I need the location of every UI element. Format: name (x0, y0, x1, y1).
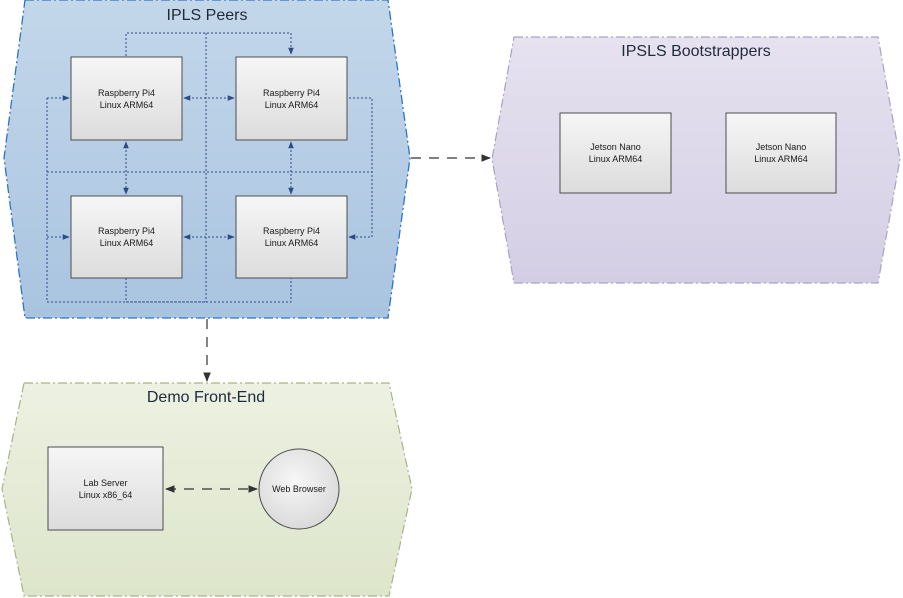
node-jetson-left[interactable]: Jetson Nano Linux ARM64 (559, 112, 672, 194)
node-pi-bottom-right[interactable]: Raspberry Pi4 Linux ARM64 (235, 195, 348, 279)
peers-container (3, 0, 411, 319)
node-sublabel: Linux ARM64 (100, 238, 154, 248)
node-pi-top-left[interactable]: Raspberry Pi4 Linux ARM64 (70, 56, 183, 141)
peer-connectors (46, 32, 373, 303)
bootstrappers-title: IPSLS Bootstrappers (621, 43, 770, 60)
group-ipls-peers: IPLS Peers Raspberry Pi4 Linux ARM64 Ras… (3, 0, 411, 319)
node-label: Jetson Nano (756, 142, 807, 152)
group-demo-frontend: Demo Front-End Lab Server Linux x86_64 W… (1, 382, 413, 597)
node-lab-server[interactable]: Lab Server Linux x86_64 (47, 446, 164, 531)
node-sublabel: Linux x86_64 (79, 490, 133, 500)
node-sublabel: Linux ARM64 (589, 154, 643, 164)
node-sublabel: Linux ARM64 (265, 238, 319, 248)
node-label: Lab Server (83, 478, 127, 488)
frontend-title: Demo Front-End (147, 389, 265, 406)
node-web-browser[interactable]: Web Browser (258, 448, 340, 530)
node-jetson-right[interactable]: Jetson Nano Linux ARM64 (725, 112, 837, 194)
node-label: Raspberry Pi4 (98, 226, 155, 236)
connector-top-loop (125, 32, 294, 56)
node-label: Raspberry Pi4 (98, 88, 155, 98)
node-sublabel: Linux ARM64 (100, 100, 154, 110)
peers-title: IPLS Peers (167, 7, 248, 24)
bootstrappers-container (491, 36, 901, 284)
node-label: Raspberry Pi4 (263, 226, 320, 236)
group-ipsls-bootstrappers: IPSLS Bootstrappers Jetson Nano Linux AR… (491, 36, 901, 284)
node-sublabel: Linux ARM64 (265, 100, 319, 110)
node-pi-bottom-left[interactable]: Raspberry Pi4 Linux ARM64 (70, 195, 183, 279)
connector-bottom-loop (125, 278, 292, 303)
node-label: Web Browser (272, 484, 326, 494)
connector-left-rail (46, 98, 206, 303)
node-pi-top-right[interactable]: Raspberry Pi4 Linux ARM64 (235, 56, 348, 141)
node-sublabel: Linux ARM64 (754, 154, 808, 164)
node-label: Jetson Nano (590, 142, 641, 152)
node-label: Raspberry Pi4 (263, 88, 320, 98)
connector-right-rail (348, 97, 373, 240)
